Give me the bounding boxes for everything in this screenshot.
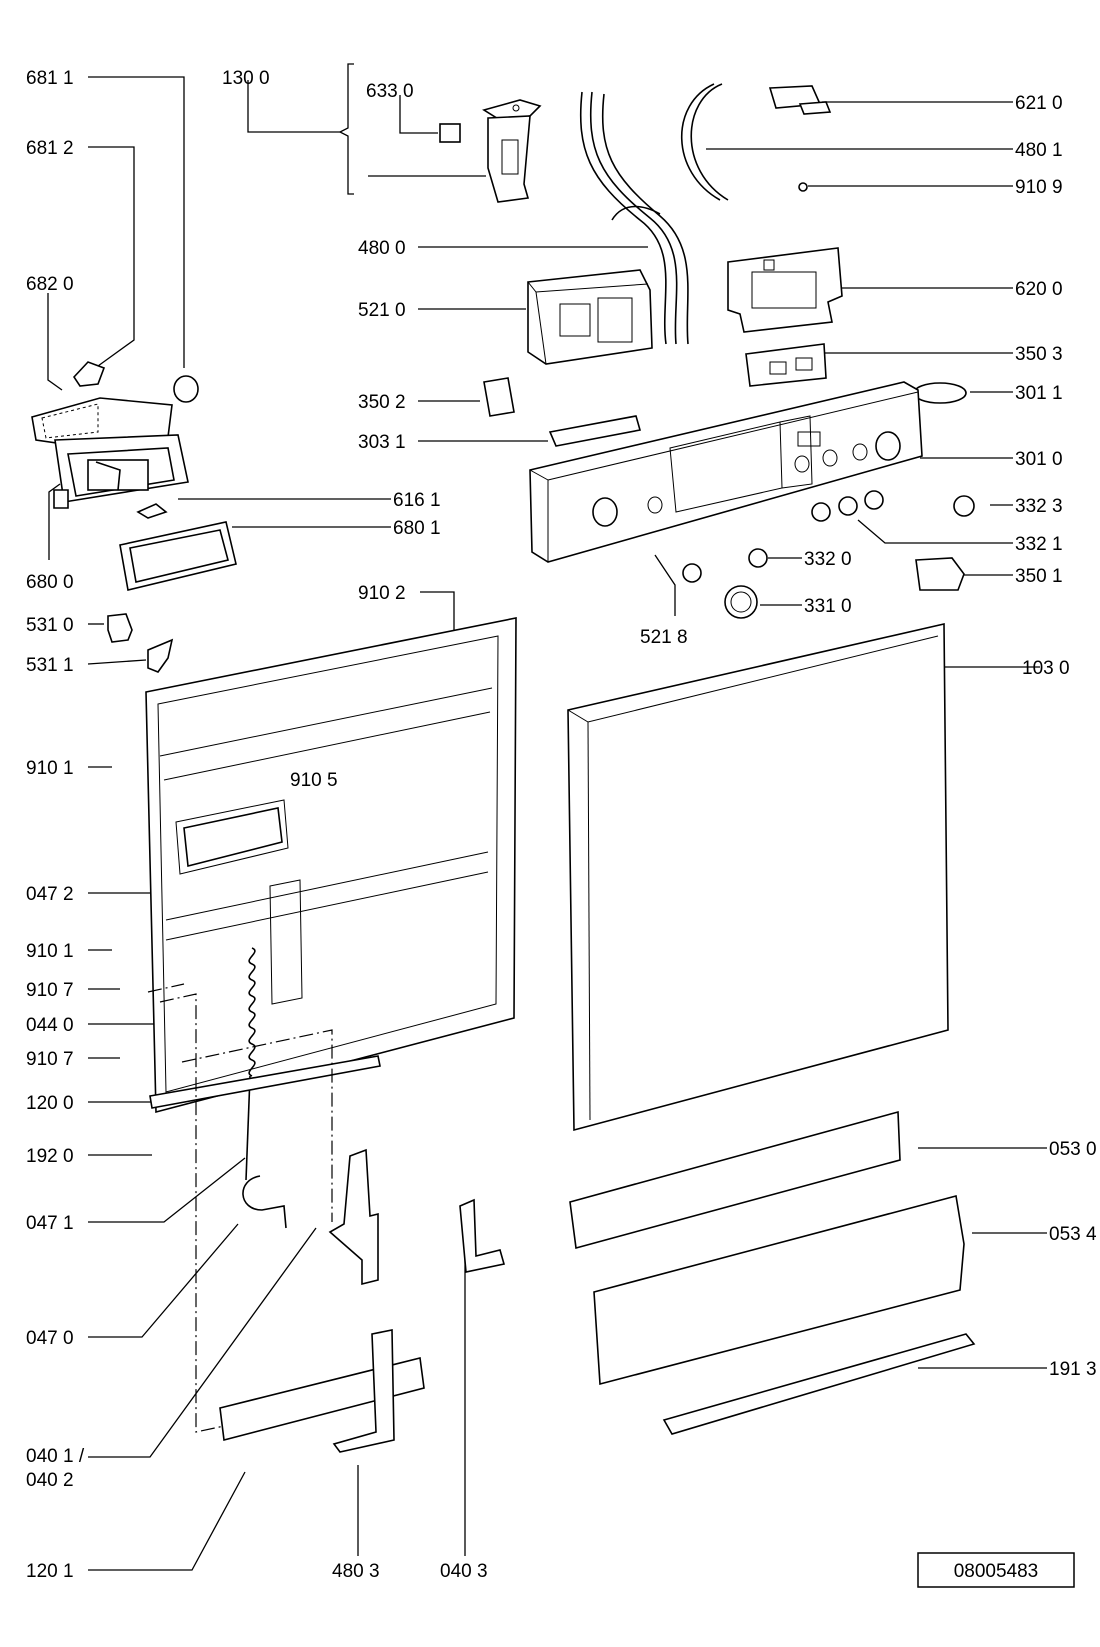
- mounting-bracket-620-0: [727, 247, 843, 333]
- label-633-0: 633 0: [366, 81, 414, 102]
- knob-part-332-0: [748, 548, 768, 568]
- screw-part-910-9: [798, 182, 808, 192]
- wiring-harness-480-0: [579, 91, 689, 345]
- component-part-621-0: [768, 85, 832, 115]
- ring-part-681-1: [173, 375, 199, 403]
- label-301-1: 301 1: [1015, 383, 1063, 404]
- label-480-0: 480 0: [358, 238, 406, 259]
- label-910-5: 910 5: [290, 770, 338, 791]
- button-strip-303-1: [548, 415, 642, 447]
- label-047-1: 047 1: [26, 1213, 74, 1234]
- switch-block-350-3: [745, 343, 827, 387]
- knob-part-332-3: [953, 495, 975, 517]
- knob-part-332-1a: [811, 502, 831, 522]
- label-301-0: 301 0: [1015, 449, 1063, 470]
- label-681-2: 681 2: [26, 138, 74, 159]
- label-681-1: 681 1: [26, 68, 74, 89]
- kickplate-part-053-4: [593, 1195, 965, 1386]
- label-040-3: 040 3: [440, 1561, 488, 1582]
- rail-part-120-1: [219, 1357, 425, 1442]
- bracket-part-480-3: [332, 1329, 395, 1453]
- label-616-1: 616 1: [393, 490, 441, 511]
- label-120-0: 120 0: [26, 1093, 74, 1114]
- label-332-0: 332 0: [804, 549, 852, 570]
- knob-part-332-1b: [838, 496, 858, 516]
- trim-part-053-0: [569, 1110, 901, 1250]
- label-053-0: 053 0: [1049, 1139, 1097, 1160]
- part-drawings: [31, 83, 976, 1453]
- label-910-1-bottom: 910 1: [26, 941, 74, 962]
- inner-door-panel: [145, 617, 517, 1114]
- part-labels: 681 1 130 0 633 0 621 0 681 2 480 1 910 …: [26, 68, 1097, 1582]
- label-620-0: 620 0: [1015, 279, 1063, 300]
- label-350-3: 350 3: [1015, 344, 1063, 365]
- label-103-0: 103 0: [1022, 658, 1070, 679]
- label-680-0: 680 0: [26, 572, 74, 593]
- label-053-4: 053 4: [1049, 1224, 1097, 1245]
- label-682-0: 682 0: [26, 274, 74, 295]
- spring-part-044-0: [248, 947, 256, 1077]
- label-531-0: 531 0: [26, 615, 74, 636]
- label-303-1: 303 1: [358, 432, 406, 453]
- clip-part-681-2: [72, 361, 106, 387]
- label-910-7-top: 910 7: [26, 980, 74, 1001]
- label-910-7-bottom: 910 7: [26, 1049, 74, 1070]
- strip-part-191-3: [662, 1333, 976, 1435]
- hook-part-047-0: [242, 1175, 287, 1229]
- label-621-0: 621 0: [1015, 93, 1063, 114]
- label-047-2: 047 2: [26, 884, 74, 905]
- label-130-0: 130 0: [222, 68, 270, 89]
- label-332-1: 332 1: [1015, 534, 1063, 555]
- latch-part-531-1: [147, 638, 174, 673]
- switch-part-633-0: [439, 123, 461, 143]
- label-480-3: 480 3: [332, 1561, 380, 1582]
- label-910-9: 910 9: [1015, 177, 1063, 198]
- label-120-1: 120 1: [26, 1561, 74, 1582]
- bracket-part-040-1: [328, 1148, 379, 1286]
- document-number-box: 08005483: [917, 1552, 1075, 1588]
- lens-part-301-1: [913, 382, 967, 404]
- label-331-0: 331 0: [804, 596, 852, 617]
- label-350-2: 350 2: [358, 392, 406, 413]
- label-521-8: 521 8: [640, 627, 688, 648]
- label-192-0: 192 0: [26, 1146, 74, 1167]
- relay-part-350-2: [483, 377, 515, 417]
- knob-part-521-8: [682, 563, 702, 583]
- control-panel-301-0: [529, 381, 923, 563]
- label-480-1: 480 1: [1015, 140, 1063, 161]
- leader-lines: [47, 63, 1047, 1571]
- door-lock-130-0: [482, 99, 542, 203]
- label-680-1: 680 1: [393, 518, 441, 539]
- label-350-1: 350 1: [1015, 566, 1063, 587]
- document-number: 08005483: [954, 1561, 1039, 1582]
- label-910-2: 910 2: [358, 583, 406, 604]
- cover-part-350-1: [915, 557, 965, 591]
- label-531-1: 531 1: [26, 655, 74, 676]
- label-040-1: 040 1 /: [26, 1446, 85, 1467]
- label-910-1-top: 910 1: [26, 758, 74, 779]
- bracket-part-040-3: [459, 1198, 506, 1273]
- bracket-part-531-0: [107, 613, 133, 643]
- knob-part-332-1c: [864, 490, 884, 510]
- label-191-3: 191 3: [1049, 1359, 1097, 1380]
- label-332-3: 332 3: [1015, 496, 1063, 517]
- outer-door-panel-103-0: [567, 622, 949, 1132]
- label-047-0: 047 0: [26, 1328, 74, 1349]
- label-521-0: 521 0: [358, 300, 406, 321]
- label-044-0: 044 0: [26, 1015, 74, 1036]
- strip-part-192-0: [149, 1055, 381, 1109]
- label-040-2: 040 2: [26, 1470, 74, 1491]
- control-board-521-0: [527, 269, 653, 365]
- knob-part-331-0: [724, 585, 758, 619]
- dispenser-assembly-680-0: [31, 397, 189, 509]
- gasket-frame-680-1: [119, 521, 237, 591]
- cable-part-480-1: [690, 83, 729, 201]
- clip-part-616-1: [136, 503, 168, 519]
